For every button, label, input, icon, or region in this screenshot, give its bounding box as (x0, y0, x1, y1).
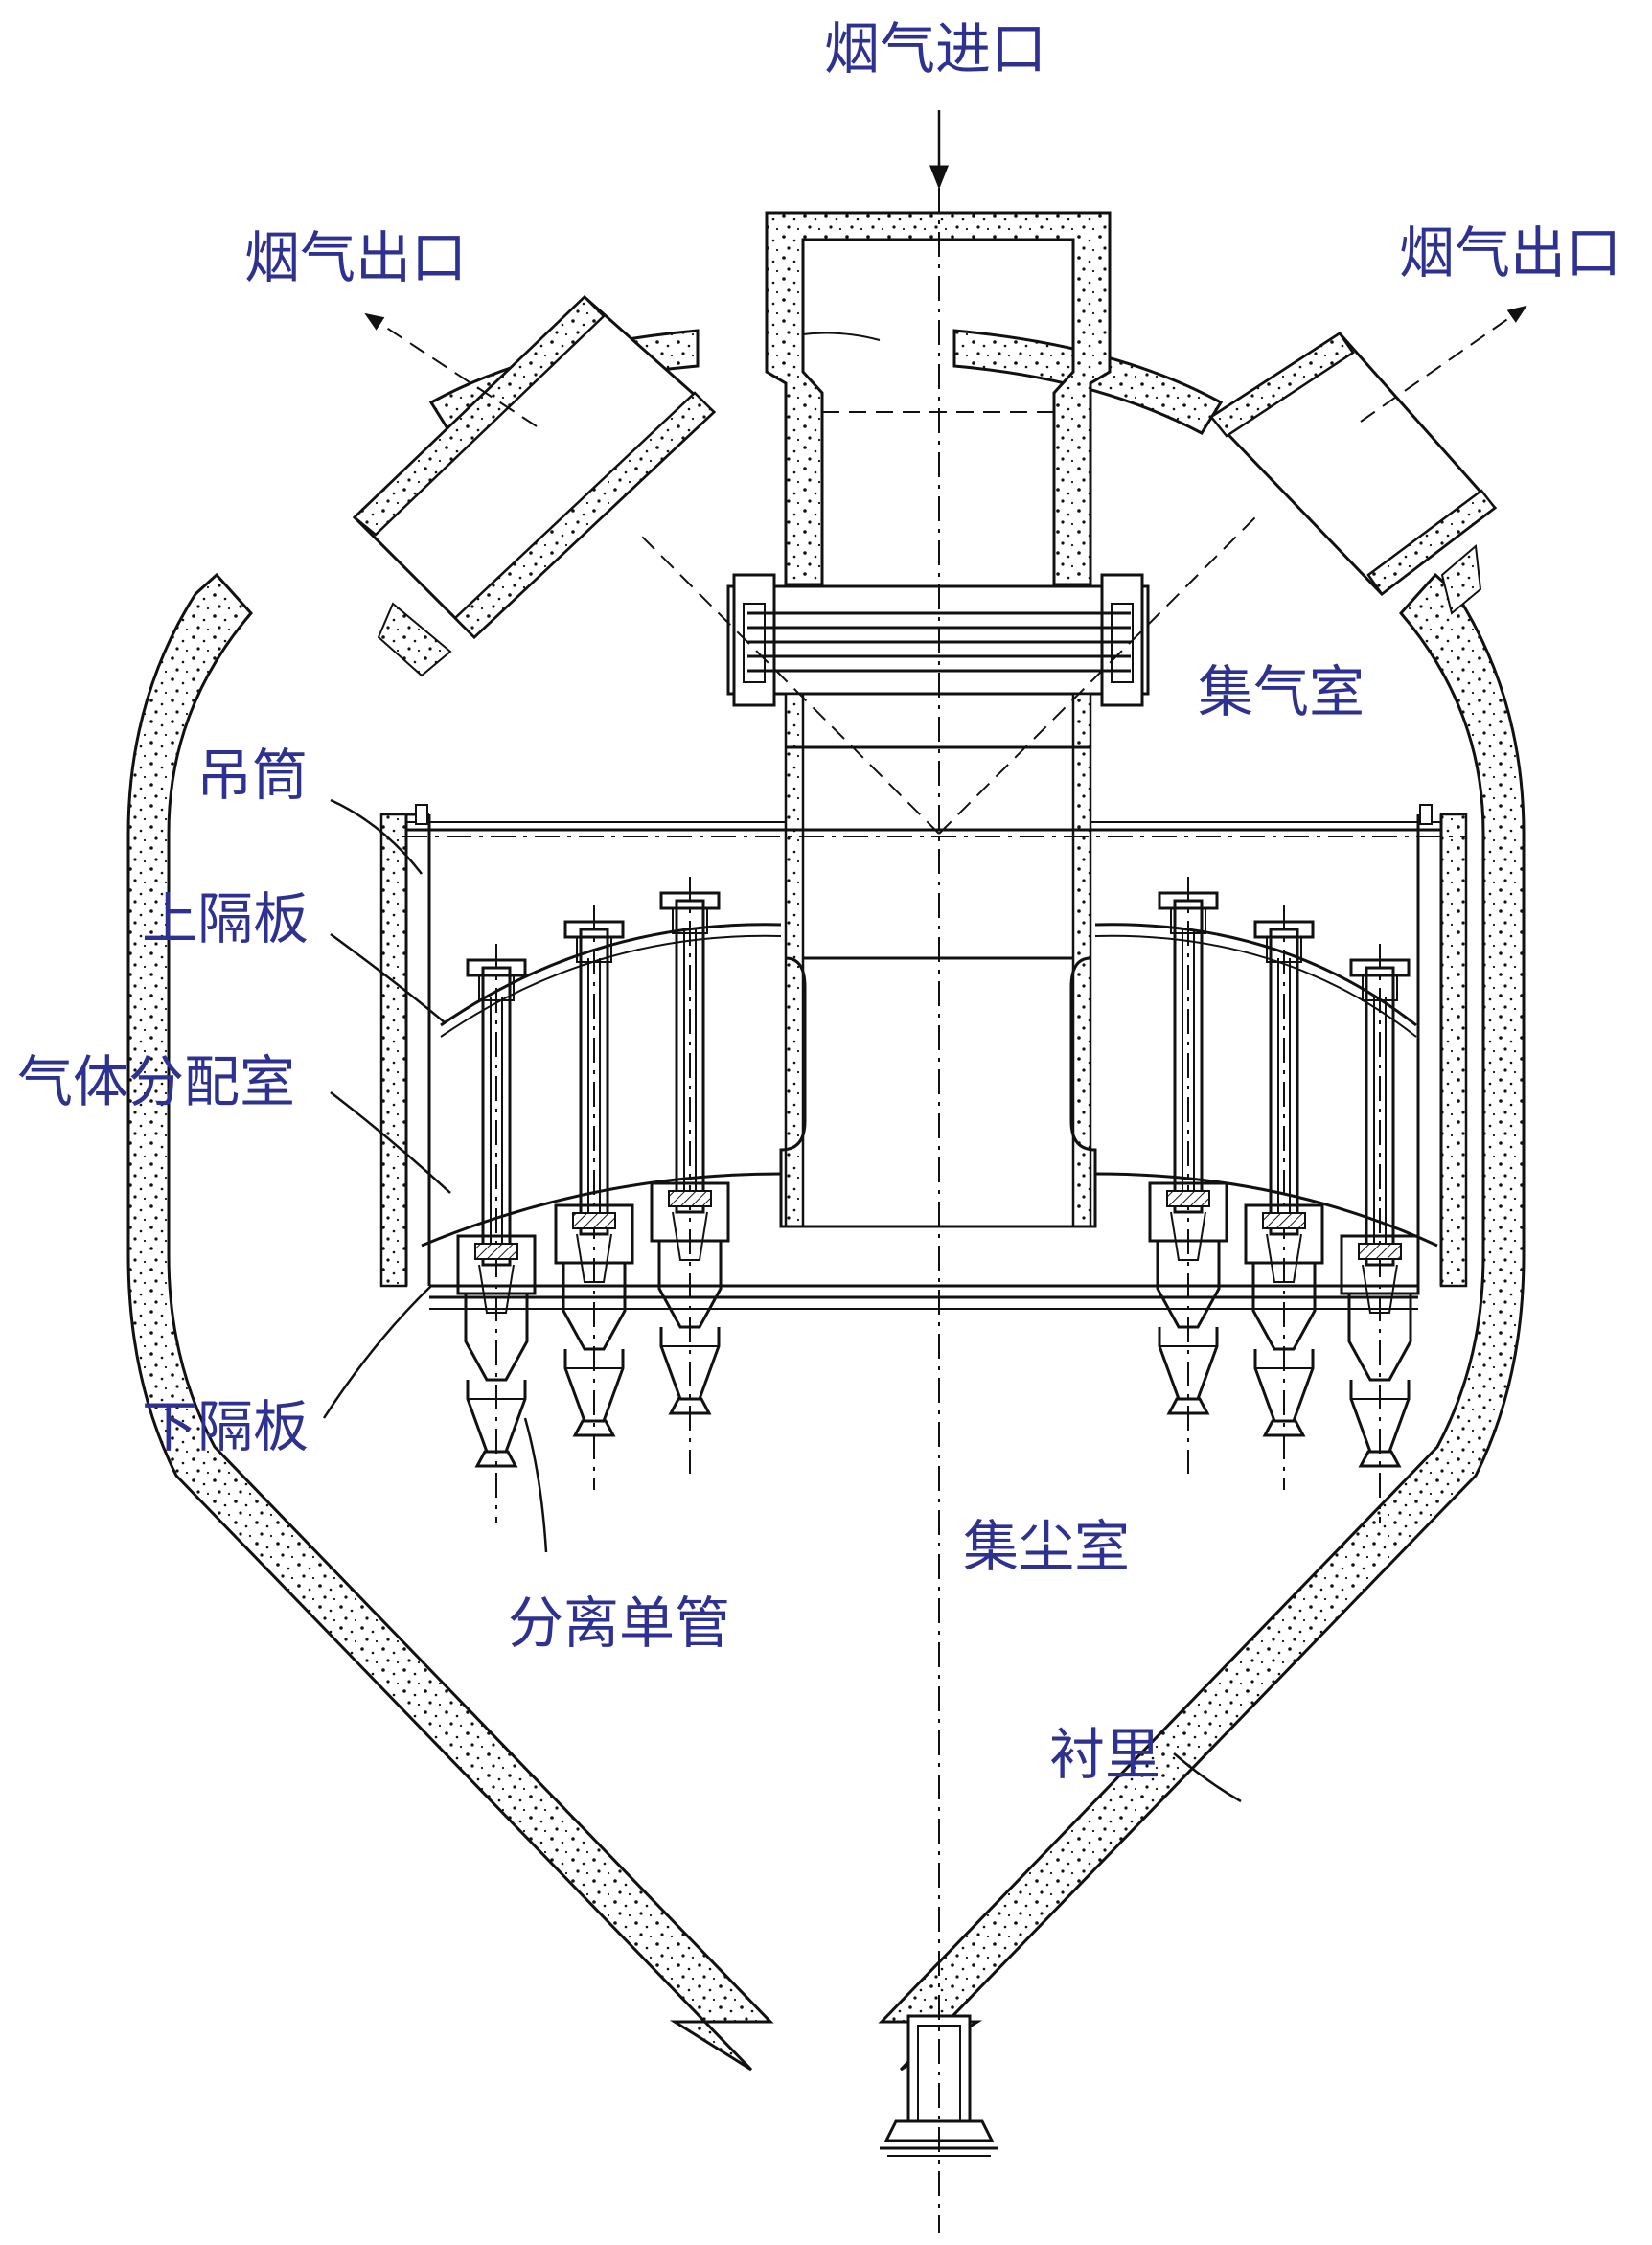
label-lower-partition: 下隔板 (142, 1394, 310, 1459)
outlet-duct-right (1208, 332, 1498, 615)
separation-tube (1173, 899, 1204, 1214)
label-flue-gas-outlet-left: 烟气出口 (244, 225, 468, 290)
lining-band (126, 572, 1526, 2072)
separator-body (1148, 1181, 1228, 1243)
label-lining: 衬里 (1049, 1722, 1161, 1787)
label-gas-collection-chamber: 集气室 (1198, 659, 1365, 724)
separation-tube (579, 928, 609, 1236)
leader-lines (322, 798, 1242, 1803)
outlet-arrow-right (1360, 305, 1527, 423)
separator-body (1340, 1234, 1420, 1295)
separation-tube (481, 966, 512, 1267)
separator-body (650, 1181, 730, 1243)
separation-tube (1365, 966, 1395, 1267)
outlet-duct-left (352, 294, 717, 677)
separator-body (456, 1234, 537, 1295)
label-dust-collection-chamber: 集尘室 (963, 1514, 1131, 1579)
label-gas-distribution-chamber: 气体分配室 (17, 1049, 296, 1114)
separation-tube (1269, 928, 1299, 1236)
hanging-cylinder (379, 804, 1468, 1288)
lower-partition (429, 1284, 1418, 1310)
label-separation-tube: 分离单管 (508, 1591, 731, 1656)
label-hanging-cylinder: 吊筒 (196, 743, 309, 808)
outlet-arrow-left (364, 312, 538, 427)
label-upper-partition: 上隔板 (142, 886, 310, 951)
label-flue-gas-inlet: 烟气进口 (824, 16, 1047, 81)
separation-tube (675, 899, 705, 1214)
separation-tubes (456, 877, 1420, 1523)
separator-body (554, 1203, 634, 1265)
separator-body (1244, 1203, 1324, 1265)
label-flue-gas-outlet-right: 烟气出口 (1399, 220, 1622, 286)
